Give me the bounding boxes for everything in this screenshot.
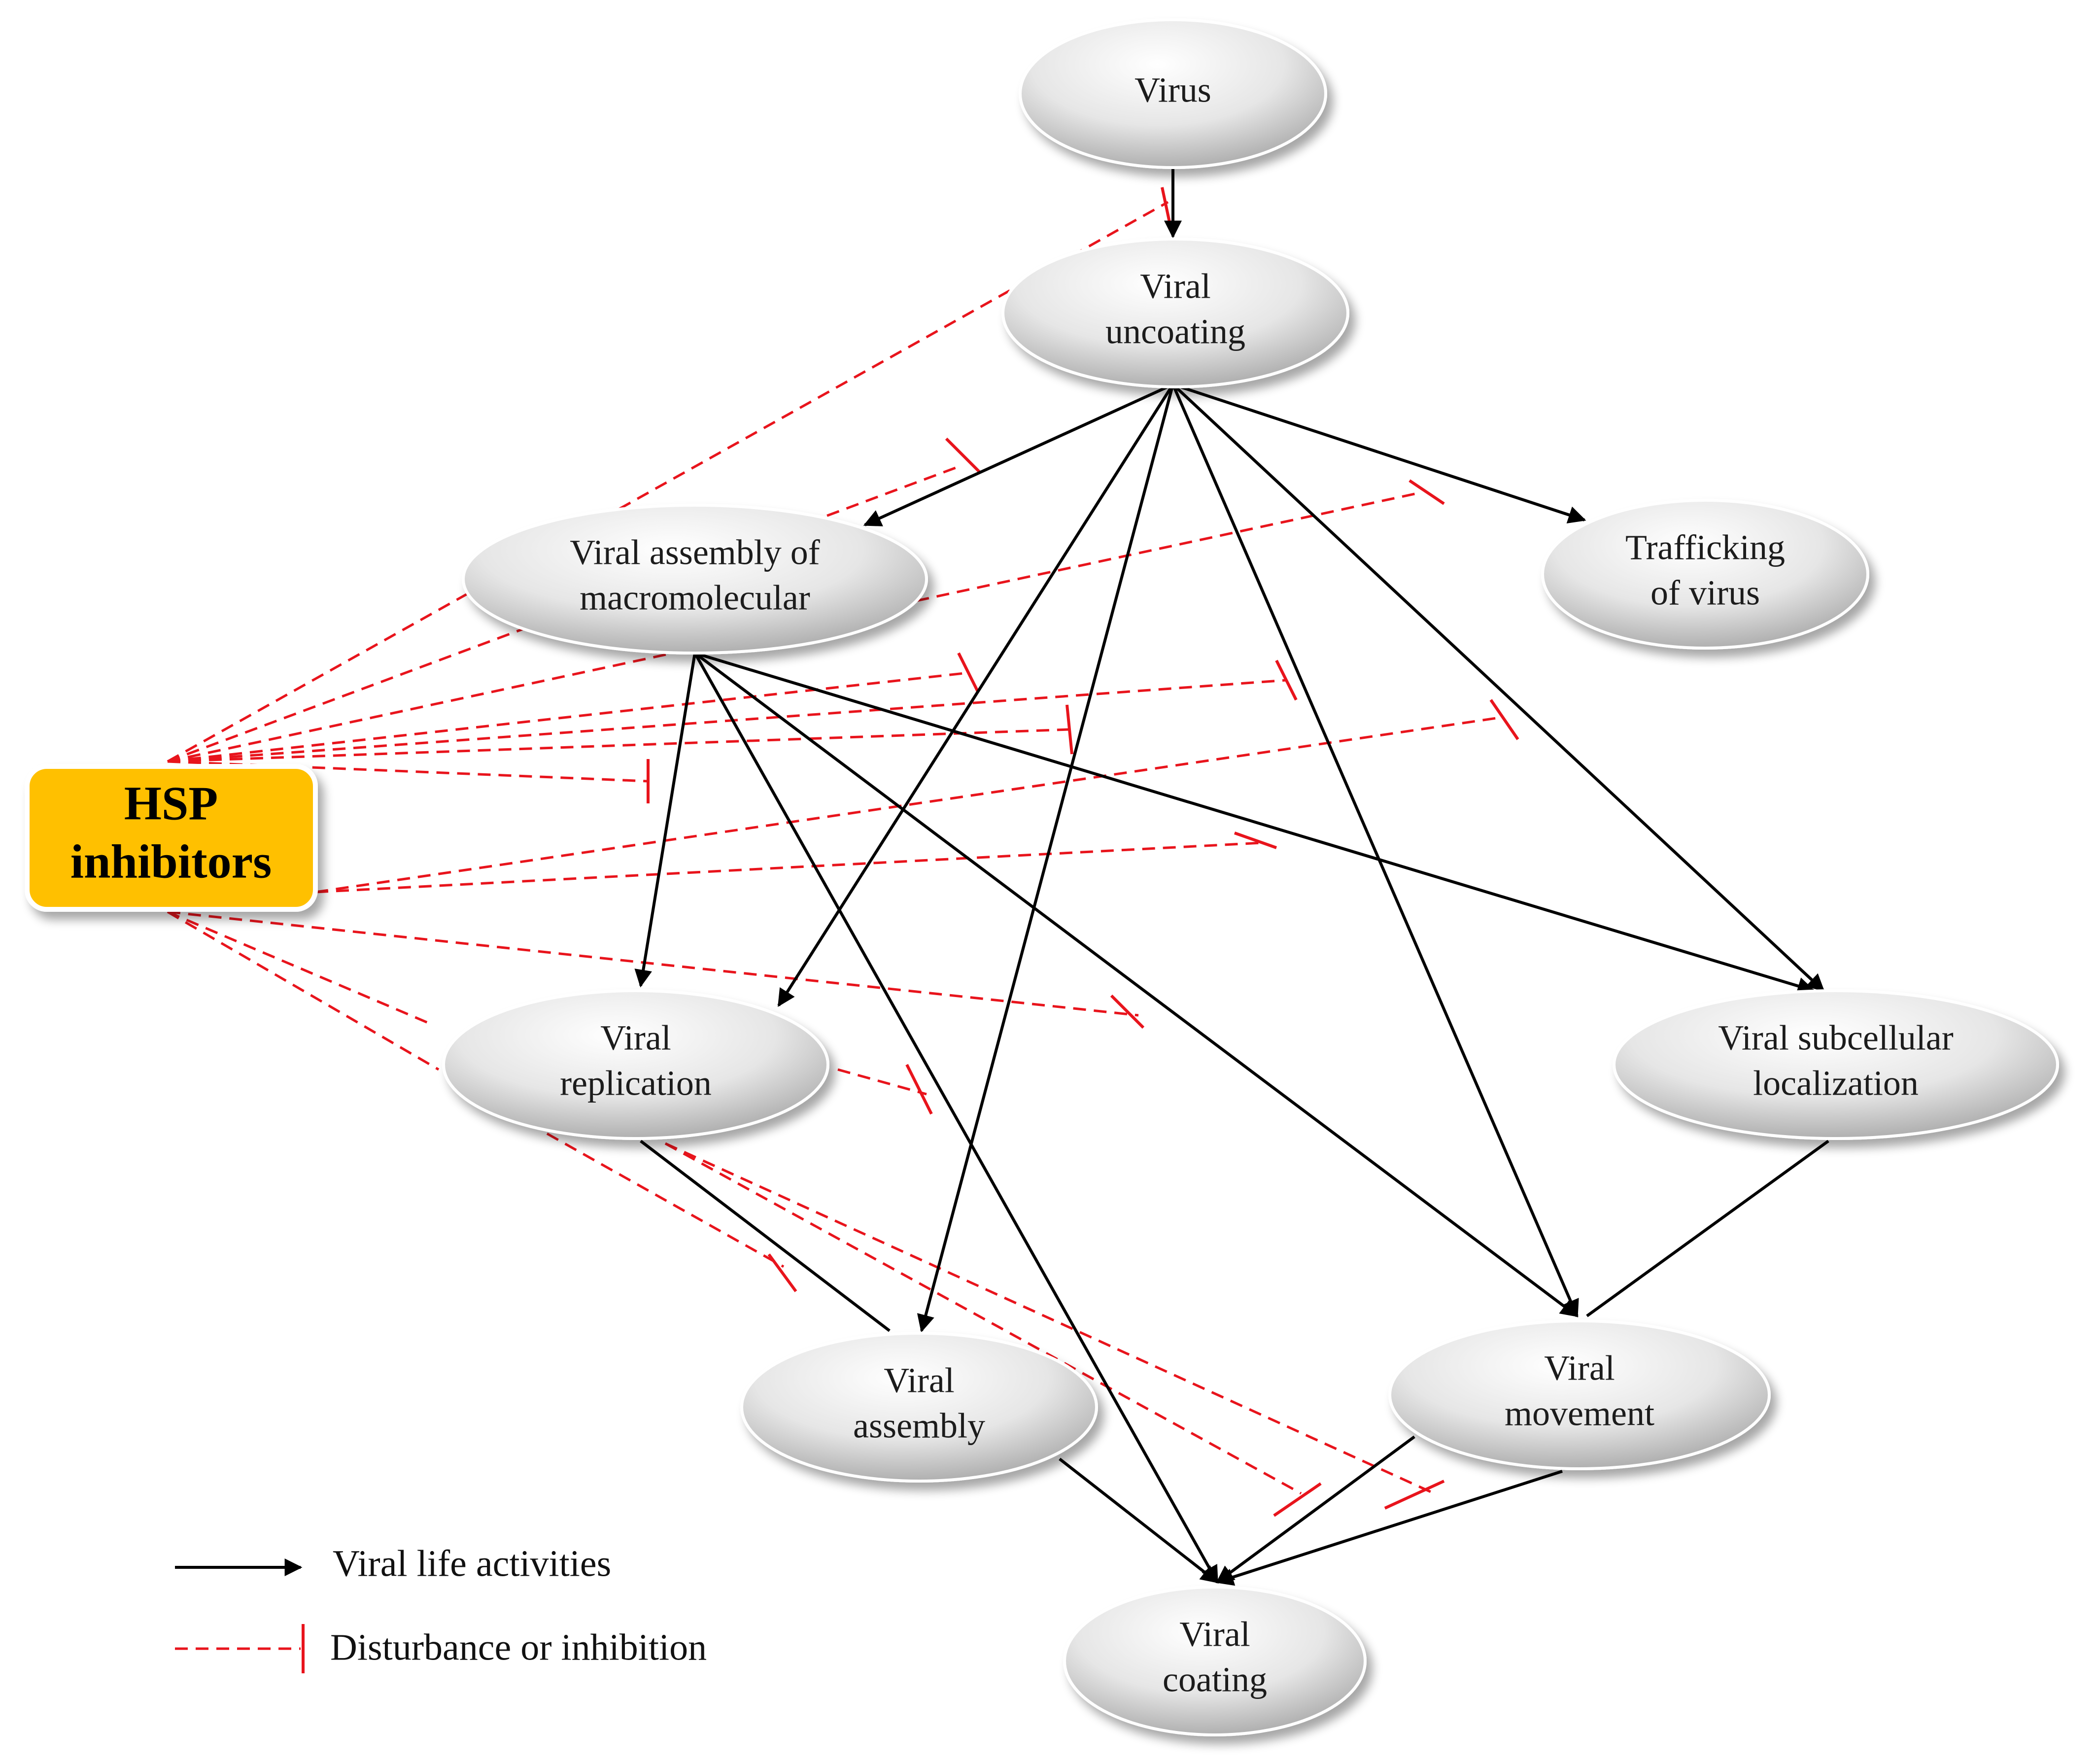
node-viral-movement: Viral movement [1388, 1319, 1771, 1470]
node-coating-line2: coating [1163, 1660, 1267, 1699]
inhibit-edge-g [167, 910, 1139, 1017]
inhibit-edge-m [664, 1142, 1435, 1495]
node-uncoating-line2: uncoating [1105, 312, 1245, 351]
edge-assembly-macro-movement [694, 652, 1579, 1317]
node-viral-uncoating: Viral uncoating [1001, 238, 1349, 388]
inhibit-edge-uncoating [167, 201, 1169, 763]
inhibit-bar-a [957, 652, 980, 693]
inhibit-edge-e [315, 716, 1504, 894]
node-movement-line1: Viral [1544, 1349, 1615, 1388]
inhibit-edge-d [167, 760, 649, 783]
node-viral-replication: Viral replication [442, 989, 829, 1140]
inhibit-edge-h [837, 1068, 927, 1096]
inhibit-edge-k [546, 1132, 785, 1268]
node-trafficking-of-virus: Trafficking of virus [1541, 499, 1869, 650]
inhibit-bar-h [905, 1064, 933, 1115]
inhibit-edge-a [167, 671, 969, 763]
edge-uncoating-replication [777, 383, 1174, 1007]
inhibit-edge-l [664, 1142, 1302, 1495]
node-uncoating-line1: Viral [1140, 267, 1211, 306]
edge-uncoating-assembly [917, 384, 1174, 1333]
inhibit-edge-b [167, 679, 1287, 763]
legend: Viral life activities Disturbance or inh… [175, 1543, 707, 1673]
activity-edges [634, 168, 1829, 1586]
node-assembly-line2: assembly [853, 1406, 985, 1446]
node-viral-assembly: Viral assembly [740, 1332, 1098, 1483]
inhibit-bar-m [1384, 1480, 1445, 1510]
edge-assembly-coating [1059, 1457, 1219, 1584]
inhibition-edges [167, 187, 1519, 1517]
node-coating-line1: Viral [1179, 1615, 1250, 1654]
node-replication-line1: Viral [600, 1018, 671, 1058]
inhibit-bar-b [1275, 659, 1298, 701]
node-virus: Virus [1019, 18, 1327, 169]
node-subcellular-line2: localization [1753, 1064, 1919, 1103]
node-viral-assembly-macromolecular: Viral assembly of macromolecular [462, 504, 928, 655]
edge-assembly-macro-subcellular [694, 652, 1816, 995]
inhibit-bar-l [1273, 1482, 1322, 1517]
inhibit-edge-j [167, 910, 440, 1071]
inhibit-edge-c [167, 728, 1070, 763]
node-replication-line2: replication [560, 1064, 712, 1103]
node-viral-subcellular-localization: Viral subcellular localization [1613, 989, 2059, 1140]
legend-activity-label: Viral life activities [333, 1543, 611, 1584]
inhibit-bar-uncoating [1161, 187, 1172, 227]
edge-uncoating-movement [1171, 383, 1579, 1318]
node-subcellular-line1: Viral subcellular [1718, 1018, 1954, 1058]
inhibit-bar-k [767, 1253, 797, 1292]
inhibit-bar-g [1110, 994, 1145, 1029]
node-trafficking-line1: Trafficking [1625, 528, 1785, 567]
node-viral-coating: Viral coating [1063, 1586, 1367, 1736]
edge-assembly-macro-coating [693, 652, 1219, 1584]
legend-inhibition-label: Disturbance or inhibition [330, 1626, 707, 1668]
inhibit-edge-trafficking [167, 491, 1420, 763]
edge-movement-coating-a [1216, 1435, 1415, 1584]
hsp-inhibitors-box: HSP inhibitors [25, 764, 318, 912]
node-trafficking-line2: of virus [1650, 573, 1760, 613]
edge-uncoating-subcellular [1171, 383, 1825, 992]
edge-assembly-macro-replication [634, 653, 696, 988]
inhibit-edge-i [167, 910, 434, 1027]
inhibit-bar-c [1066, 704, 1073, 755]
inhibit-bar-f [1234, 831, 1277, 849]
node-assembly-macro-line1: Viral assembly of [570, 533, 820, 572]
edge-uncoating-assembly-macro [863, 383, 1174, 526]
inhibit-bar-assembly-macro [945, 437, 982, 475]
node-movement-line2: movement [1505, 1394, 1654, 1433]
node-assembly-line1: Viral [884, 1361, 955, 1400]
edge-subcellular-movement [1586, 1140, 1829, 1317]
inhibit-bar-trafficking [1409, 479, 1445, 505]
hsp-line1: HSP [124, 777, 218, 830]
hsp-line2: inhibitors [70, 835, 272, 888]
node-virus-line1: Virus [1134, 70, 1211, 110]
edge-uncoating-trafficking [1172, 383, 1586, 523]
node-assembly-macro-line2: macromolecular [580, 578, 810, 618]
edge-replication-assembly [640, 1140, 891, 1332]
edge-movement-coating-b [1215, 1470, 1563, 1586]
inhibit-edge-f [315, 841, 1262, 894]
inhibit-bar-e [1489, 699, 1519, 740]
